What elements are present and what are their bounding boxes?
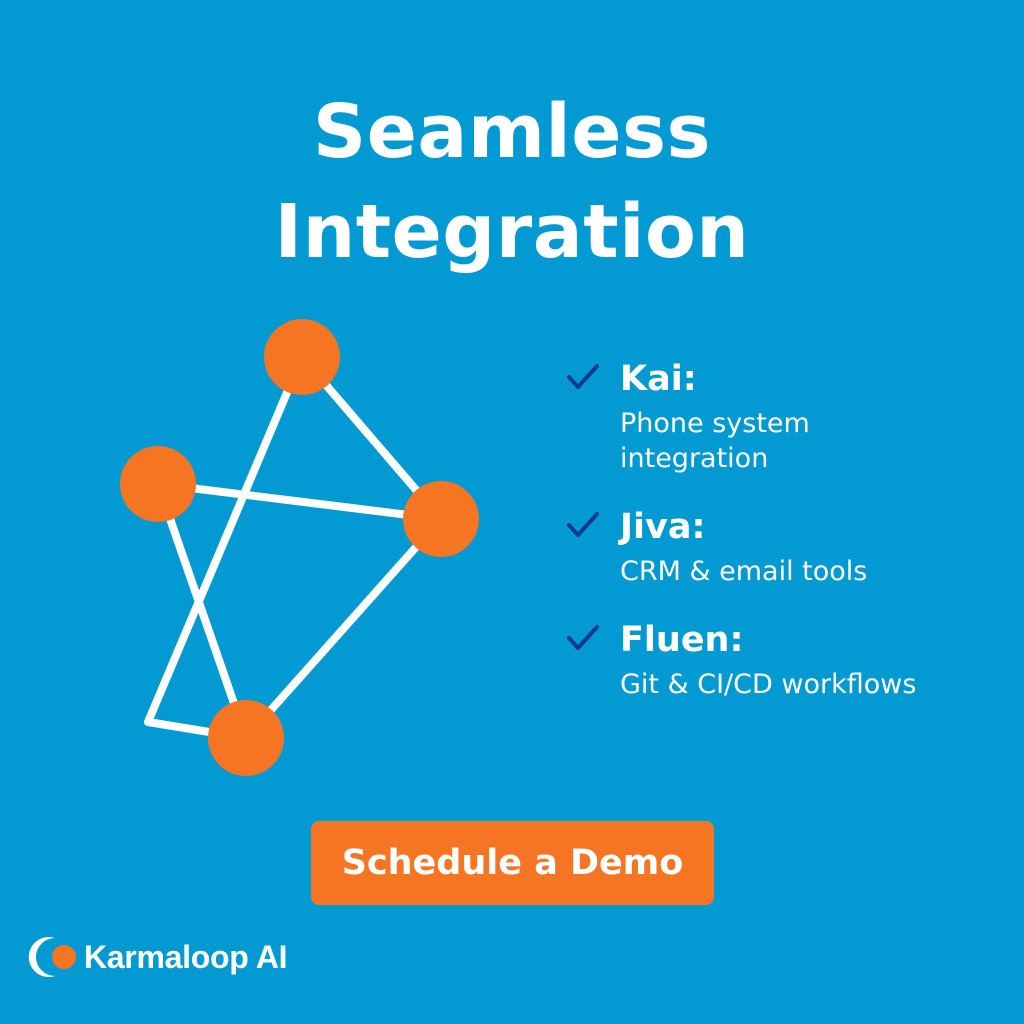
network-node xyxy=(120,446,196,522)
feature-name: Fluen: xyxy=(620,620,744,660)
headline-line-1: Seamless xyxy=(312,89,712,175)
network-node xyxy=(264,319,340,395)
feature-item-jiva: Jiva: CRM & email tools xyxy=(566,504,996,589)
feature-description: CRM & email tools xyxy=(620,556,868,587)
feature-name: Kai: xyxy=(620,359,697,399)
network-edge xyxy=(144,353,306,726)
network-node xyxy=(403,481,479,557)
feature-name: Jiva: xyxy=(620,507,706,547)
feature-item-fluen: Fluen: Git & CI/CD workflows xyxy=(566,617,996,702)
feature-item-kai: Kai: Phone system integration xyxy=(566,356,996,476)
checkmark-icon xyxy=(567,364,599,389)
headline: Seamless Integration xyxy=(0,82,1024,282)
feature-description: Phone system integration xyxy=(620,408,810,474)
network-node xyxy=(208,700,284,776)
headline-line-2: Integration xyxy=(274,189,750,275)
brand-name: Karmaloop AI xyxy=(84,938,288,975)
network-edge xyxy=(154,480,250,742)
checkmark-icon xyxy=(567,625,599,650)
schedule-demo-button[interactable]: Schedule a Demo xyxy=(311,821,714,905)
network-edge xyxy=(242,515,445,742)
brand-lockup: Karmaloop AI xyxy=(28,932,288,982)
network-edge xyxy=(154,480,445,523)
checkmark-icon xyxy=(567,512,599,537)
feature-list: Kai: Phone system integration Jiva: CRM … xyxy=(566,356,996,702)
feature-description: Git & CI/CD workflows xyxy=(620,669,917,700)
karmaloop-logo-icon xyxy=(28,937,76,977)
